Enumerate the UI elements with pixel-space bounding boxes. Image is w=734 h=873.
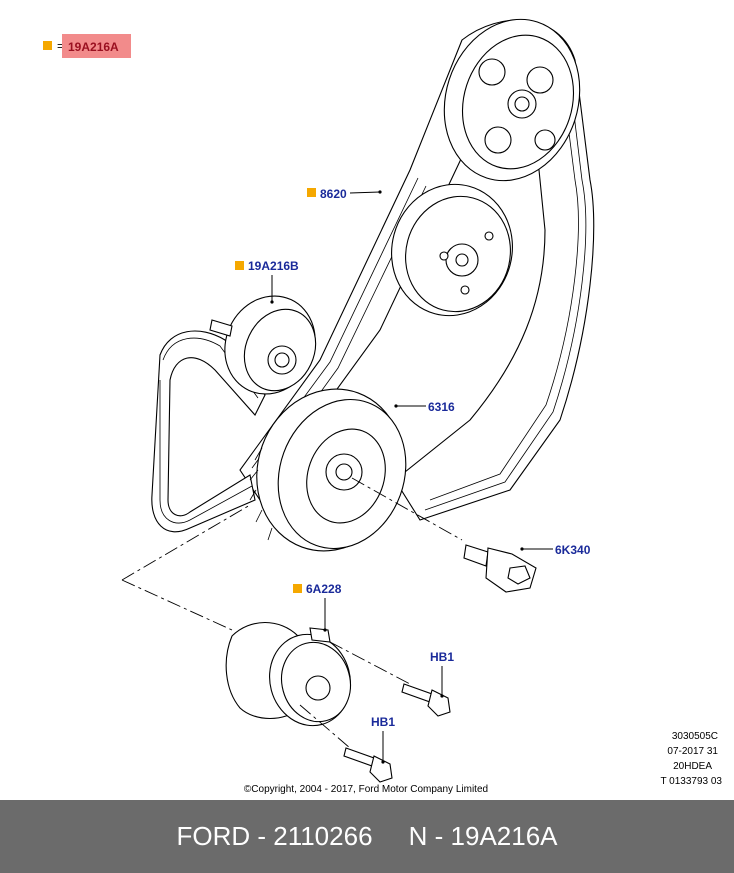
marker-icon [307,188,316,197]
footer-bar: FORD - 2110266 N - 19A216A [0,800,734,873]
ref-code: T 0133793 03 [660,776,722,787]
label-6A228[interactable]: 6A228 [306,582,342,596]
label-hb1-lower[interactable]: HB1 [371,715,395,729]
idler-pulley-19A216B [209,295,317,395]
callout-6A228: 6A228 [293,582,342,632]
legend-marker-icon [43,41,52,50]
footer-catalog-part: N - 19A216A [408,821,558,851]
label-hb1-upper[interactable]: HB1 [430,650,454,664]
callout-6K340: 6K340 [520,543,591,557]
ref-code: 07-2017 31 [667,746,718,757]
footer-spacer [373,821,409,852]
legend-part-number[interactable]: 19A216A [68,40,119,54]
marker-icon [293,584,302,593]
callout-hb1-upper: HB1 [430,650,454,698]
copyright-notice: ©Copyright, 2004 - 2017, Ford Motor Comp… [244,784,488,795]
ref-code: 3030505C [672,731,718,742]
bolt-6K340 [463,544,537,593]
callout-8620: 8620 [307,187,382,201]
label-6316[interactable]: 6316 [428,400,455,414]
ref-code: 20HDEA [673,761,712,772]
footer-brand-part: FORD - 2110266 [176,821,373,851]
reference-codes: 3030505C 07-2017 31 20HDEA T 0133793 03 [660,731,722,787]
callout-6316: 6316 [394,400,455,414]
bolt-hb1-upper [401,683,451,717]
crankshaft-damper-pulley [249,388,407,552]
callout-19A216B: 19A216B [235,259,299,304]
callout-hb1-lower: HB1 [371,715,395,764]
bolt-hb1-lower [343,747,393,783]
legend: = 19A216A [43,34,131,58]
middle-pulley [391,183,513,317]
upper-pulley [443,18,581,182]
marker-icon [235,261,244,270]
tensioner-6A228 [225,622,351,727]
belt-drive-exploded-diagram: = 19A216A [43,18,722,795]
label-6K340[interactable]: 6K340 [555,543,591,557]
assembly-lines [121,477,463,749]
label-8620[interactable]: 8620 [320,187,347,201]
legend-equals: = [57,39,64,53]
legend-highlight-box [62,34,131,58]
label-19A216B[interactable]: 19A216B [248,259,299,273]
